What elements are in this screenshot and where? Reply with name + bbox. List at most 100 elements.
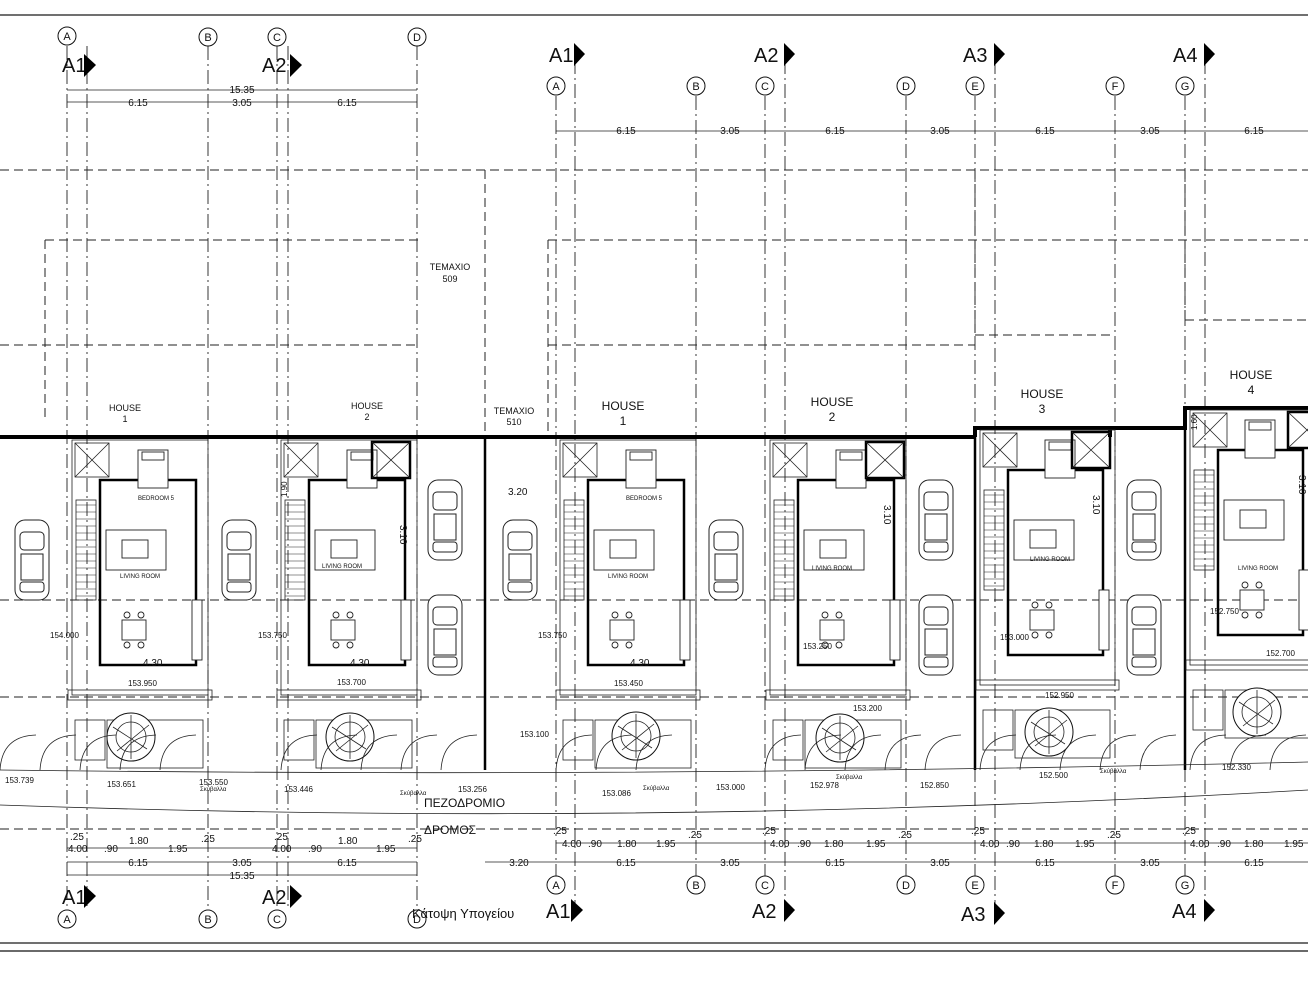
car-windshield [1131, 491, 1157, 511]
section-marker: A1 [62, 55, 86, 77]
fence-arc [804, 734, 842, 771]
dim-internal: 1.90 [280, 481, 289, 497]
car-windshield [923, 491, 949, 511]
lift-shaft [283, 442, 319, 478]
fence-arc [0, 734, 37, 771]
light-well-cross [1287, 411, 1308, 432]
dim-internal: 1.60 [1190, 414, 1199, 430]
house-block [555, 439, 701, 769]
dim-part: 3.05 [232, 858, 252, 869]
fence-arc [595, 734, 633, 771]
tree-branches [1238, 690, 1276, 734]
dim-part: 6.15 [1244, 126, 1264, 137]
interior-walls [98, 478, 198, 667]
plot-label: ΤΕΜΑΧΙΟ [430, 262, 471, 272]
chair [332, 611, 340, 619]
fence-arc [884, 734, 922, 771]
lift-shaft [772, 442, 808, 478]
dim-small: .90 [797, 839, 811, 850]
room-label: Σκύβαλλα [836, 775, 863, 781]
dim-small: .25 [1182, 826, 1196, 837]
retaining-wall [975, 679, 1120, 691]
dim-internal: 3.20 [508, 487, 528, 498]
car-roof [924, 513, 948, 541]
retaining-wall [67, 689, 213, 701]
car-rear-window [19, 581, 45, 593]
chair [346, 641, 354, 649]
dim-part: 3.05 [1140, 126, 1160, 137]
dim-part: 3.05 [1140, 858, 1160, 869]
grid-bubble-label: C [761, 81, 769, 93]
level: 153.700 [337, 678, 366, 687]
pillow [141, 451, 165, 461]
dim-small: 1.80 [1034, 839, 1054, 850]
level: 153.256 [458, 785, 487, 794]
light-well [1070, 430, 1112, 470]
level: 153.000 [1000, 633, 1029, 642]
dim-total: 15.35 [229, 85, 254, 96]
top-dimensions: 15.35 6.15 3.05 6.15 6.15 3.05 6.15 3.05… [128, 85, 1264, 137]
light-well [1286, 410, 1308, 450]
street-edge-top [0, 761, 1308, 774]
section-marker: A3 [961, 904, 985, 926]
car-rear-window [923, 656, 949, 668]
house-label: HOUSE [109, 403, 141, 413]
car [708, 519, 744, 601]
car-rear-window [432, 541, 458, 553]
spot-levels: 153.739 153.651 153.550 153.446 153.256 … [5, 607, 1295, 798]
fence-arc [555, 734, 593, 771]
car-windshield [1131, 606, 1157, 626]
fence-arc [39, 734, 77, 771]
fence-arc [440, 734, 478, 771]
chair [835, 641, 843, 649]
dim-small: .90 [588, 839, 602, 850]
car-rear-window [432, 656, 458, 668]
level: 153.450 [614, 679, 643, 688]
car-roof [924, 628, 948, 656]
dim-small: 1.95 [168, 844, 188, 855]
dining-table [1239, 589, 1265, 611]
storage-box [74, 719, 106, 761]
house-number: 2 [829, 410, 836, 424]
stair-outline [75, 499, 97, 601]
section-marker: A2 [754, 45, 778, 67]
dim-part: 3.05 [930, 858, 950, 869]
house-outline [1189, 409, 1308, 666]
fence-arc [1059, 734, 1097, 771]
level: 153.750 [258, 631, 287, 640]
retaining-wall [276, 689, 422, 701]
car-windshield [19, 531, 45, 551]
house-label: HOUSE [351, 401, 383, 411]
section-marker: A4 [1172, 901, 1196, 923]
street-edge-bottom [0, 789, 1308, 815]
car-roof [714, 553, 738, 581]
light-well-outline [1070, 430, 1112, 470]
fence-arc [400, 734, 438, 771]
chair [1045, 631, 1053, 639]
fence-arc [1139, 734, 1177, 771]
dim-part: 6.15 [616, 858, 636, 869]
car-roof [20, 553, 44, 581]
level: 153.200 [853, 704, 882, 713]
car [502, 519, 538, 601]
dim-part: 6.15 [1035, 126, 1055, 137]
dim-part: 3.20 [509, 858, 529, 869]
dim-small: 1.80 [338, 836, 358, 847]
level: 153.750 [538, 631, 567, 640]
section-markers-top-right: A1 A2 A3 A4 [549, 43, 1215, 67]
dim-small: .25 [70, 832, 84, 843]
dim-small: 1.95 [1075, 839, 1095, 850]
tree-branches [1030, 710, 1068, 754]
chair [123, 611, 131, 619]
dim-small: 1.95 [866, 839, 886, 850]
level: 153.739 [5, 776, 34, 785]
chair [1031, 601, 1039, 609]
grid-bubble-label: A [63, 31, 71, 43]
tree-branches [112, 715, 150, 759]
stair-outline [773, 499, 795, 601]
fence-arc [360, 734, 398, 771]
lift-shaft-cross [283, 442, 319, 478]
dim-part: 3.05 [232, 98, 252, 109]
coffee-table [1029, 529, 1057, 549]
house-label: HOUSE [1230, 368, 1273, 382]
